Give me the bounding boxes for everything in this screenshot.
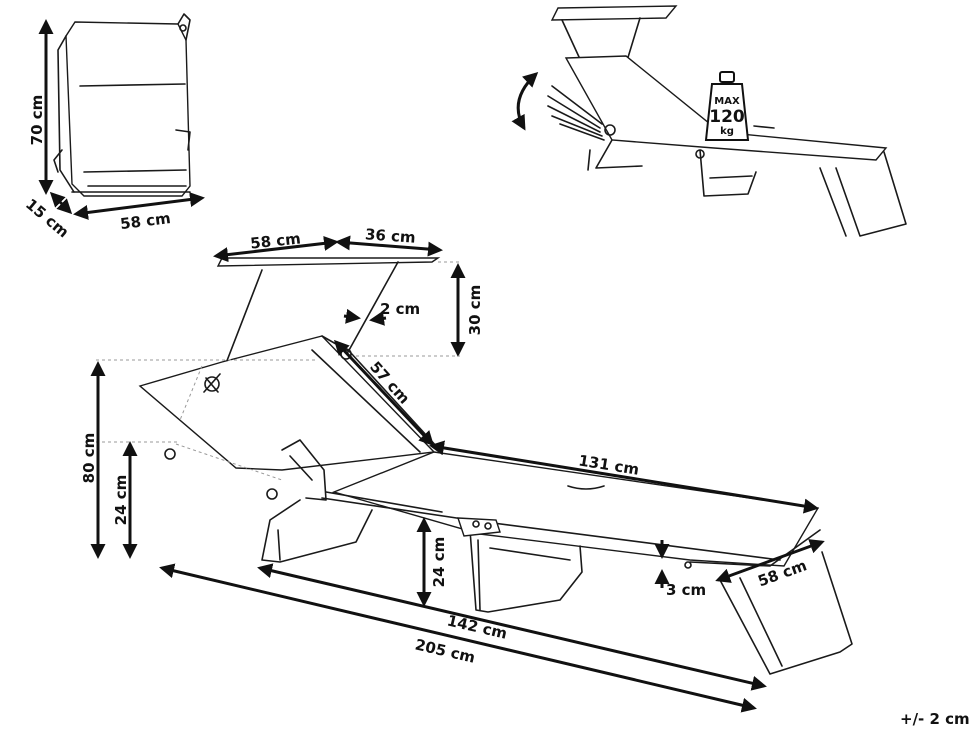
canopy-width-dimension: 58 cm [213,229,339,263]
canopy-width-label: 58 cm [249,229,301,252]
weight-max-label: MAX [714,96,740,107]
total-height-dimension: 80 cm [80,361,106,559]
folded-width-label: 58 cm [119,209,171,233]
tolerance-label: +/- 2 cm [900,710,970,728]
canopy-gap-label: 2 cm [380,300,420,318]
canopy-gap-dimension: 2 cm [343,300,420,326]
folded-depth-label: 15 cm [22,195,72,241]
weight-icon [704,83,750,141]
folded-width-dimension: 58 cm [73,192,205,233]
leg-height-label: 24 cm [430,537,448,588]
reclining-lounger-drawing [547,5,907,237]
low-height-label: 24 cm [112,475,130,526]
weight-value-label: 120 [709,107,745,127]
max-weight-badge: MAX 120 kg [704,71,750,141]
folded-depth-dimension: 15 cm [22,191,72,241]
leg-height-dimension: 24 cm [416,517,448,607]
folded-height-label: 70 cm [28,95,46,146]
canopy-length-dimension: 36 cm [335,225,443,257]
weight-unit-label: kg [720,126,734,137]
low-height-dimension: 24 cm [112,441,138,559]
frame-thickness-label: 3 cm [666,581,706,599]
canopy-length-label: 36 cm [364,225,416,246]
recline-rotate-arrow [511,71,539,131]
canopy-height-label: 30 cm [466,285,484,336]
total-height-label: 80 cm [80,433,98,484]
folded-lounger-drawing [53,13,191,197]
folded-height-dimension: 70 cm [28,19,54,195]
rotate-arrow-icon [511,71,539,131]
